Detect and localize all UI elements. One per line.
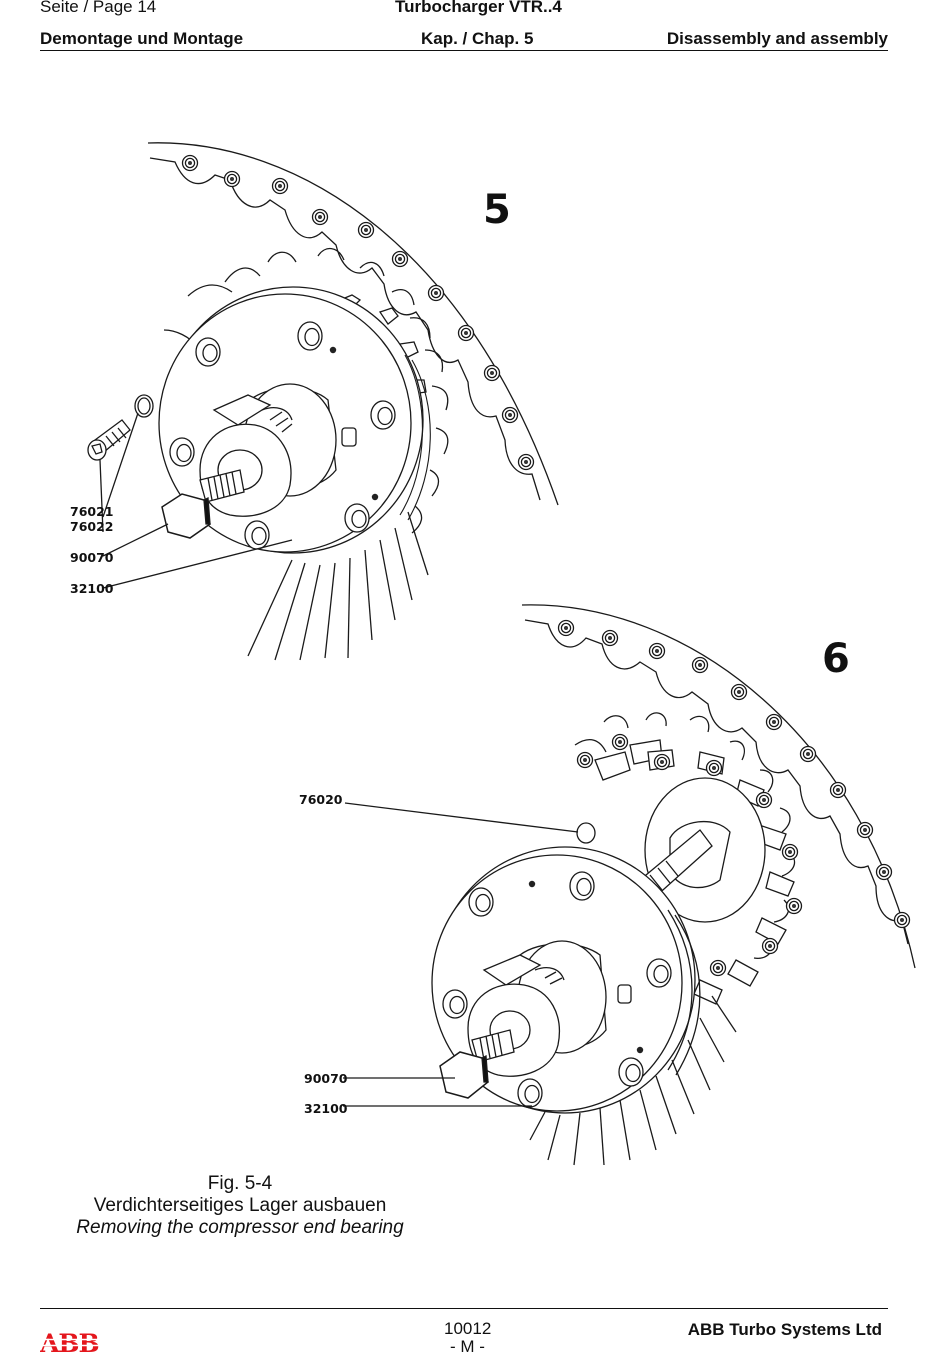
step-number-5: 5 bbox=[483, 187, 511, 233]
abb-logo-text: ABB bbox=[40, 1330, 99, 1356]
part-label-90070: 90070 bbox=[304, 1071, 348, 1086]
chapter-label: Kap. / Chap. 5 bbox=[421, 29, 534, 48]
section-title-en: Disassembly and assembly bbox=[666, 29, 888, 48]
abb-logo: ABB bbox=[40, 1330, 100, 1356]
step-5-drawing bbox=[87, 142, 559, 661]
cap-screw-76021 bbox=[87, 419, 131, 461]
part-label-76021: 76021 bbox=[70, 504, 114, 519]
part-label-32100: 32100 bbox=[70, 581, 114, 596]
company-name: ABB Turbo Systems Ltd bbox=[687, 1320, 882, 1339]
figure-title-en: Removing the compressor end bearing bbox=[76, 1217, 404, 1238]
product-title: Turbocharger VTR..4 bbox=[395, 0, 562, 16]
revision-label: - M - bbox=[450, 1337, 485, 1356]
part-label-32100: 32100 bbox=[304, 1101, 348, 1116]
step-number-6: 6 bbox=[822, 636, 850, 682]
section-title-de: Demontage und Montage bbox=[40, 29, 244, 48]
part-label-76022: 76022 bbox=[70, 519, 114, 534]
footer-rule bbox=[40, 1308, 888, 1309]
step-6-drawing bbox=[343, 604, 916, 1166]
page-number: Seite / Page 14 bbox=[40, 0, 157, 16]
figure-number: Fig. 5-4 bbox=[207, 1173, 273, 1194]
figure-title-de: Verdichterseitiges Lager ausbauen bbox=[93, 1195, 387, 1216]
part-label-76020: 76020 bbox=[299, 792, 343, 807]
part-label-90070: 90070 bbox=[70, 550, 114, 565]
header-rule bbox=[40, 50, 888, 51]
document-number: 10012 bbox=[444, 1319, 492, 1338]
